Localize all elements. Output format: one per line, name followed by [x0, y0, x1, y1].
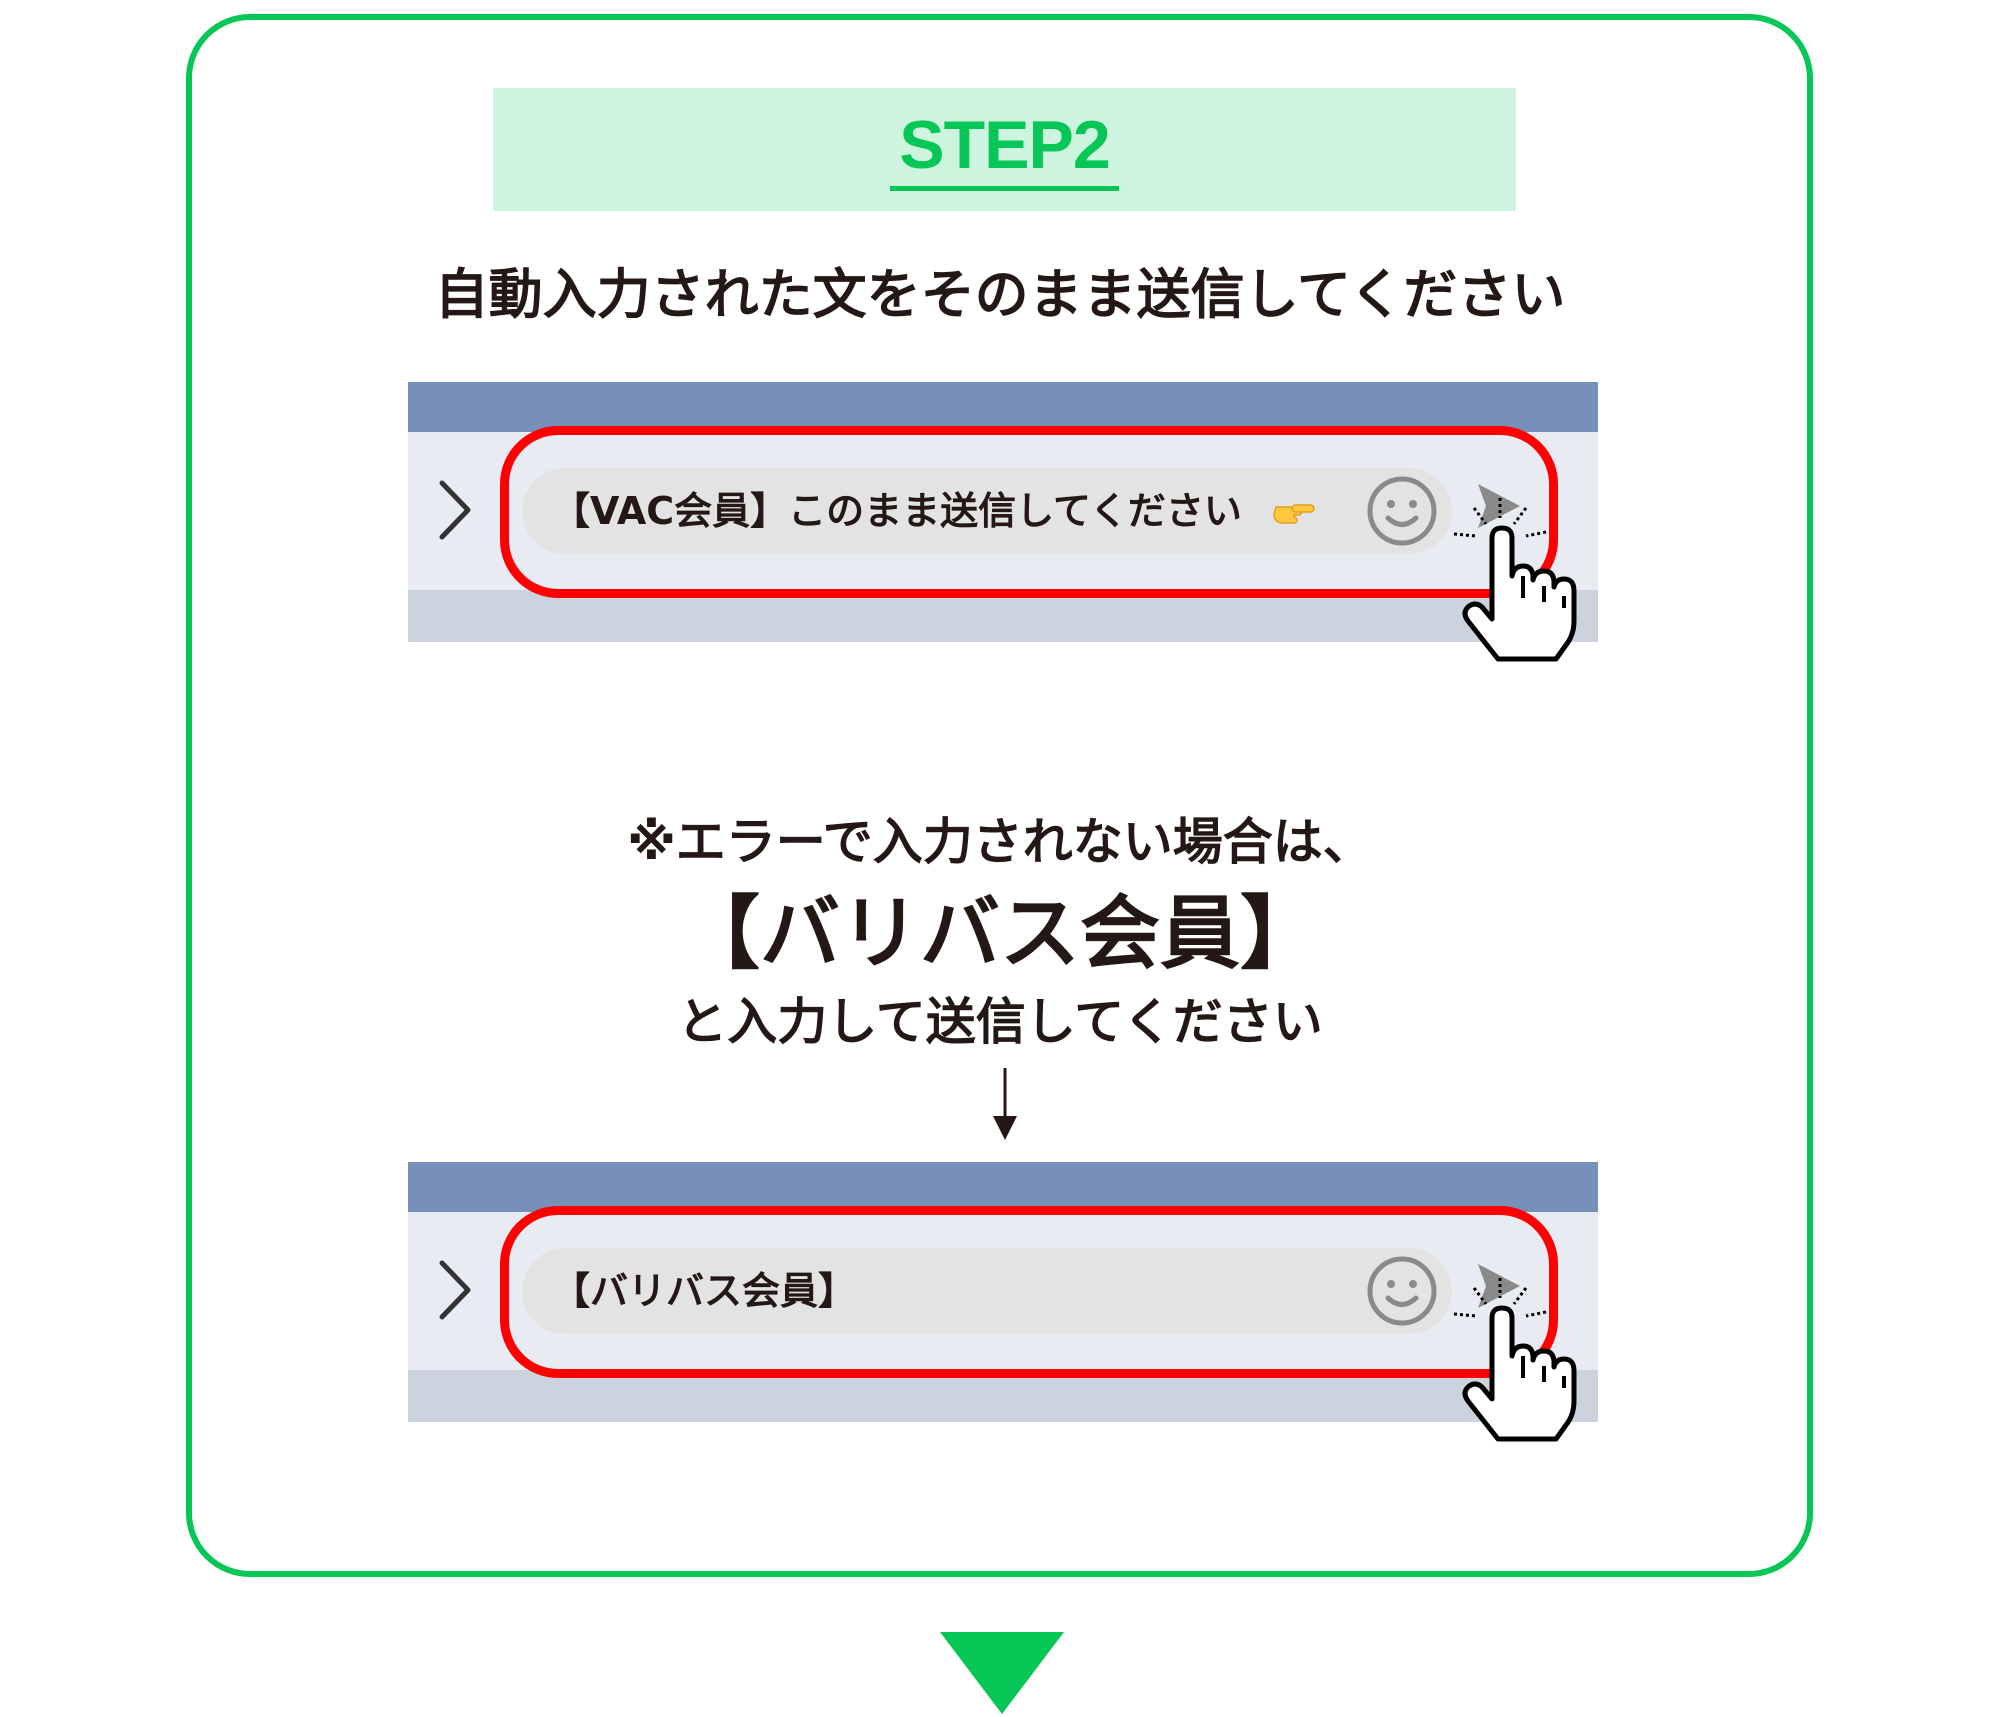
message-input-value: 【VAC会員】このまま送信してください — [552, 489, 1242, 533]
error-note-line1: ※エラーで入力されない場合は、 — [627, 813, 1373, 871]
message-input[interactable]: 【VAC会員】このまま送信してください — [522, 468, 1452, 554]
step-label: STEP2 — [899, 107, 1110, 183]
smile-icon[interactable] — [1366, 1255, 1438, 1327]
chat-footer-bar — [408, 590, 1598, 642]
chat-input-mockup-auto: 【VAC会員】このまま送信してください — [408, 382, 1598, 662]
down-arrow-icon — [993, 1068, 1017, 1140]
chat-input-mockup-manual: 【バリバス会員】 — [408, 1162, 1598, 1442]
message-input[interactable]: 【バリバス会員】 — [522, 1248, 1452, 1334]
hand-cursor-icon — [1453, 498, 1577, 662]
hand-cursor-icon — [1453, 1278, 1577, 1442]
instruction-text: 自動入力された文をそのまま送信してください — [434, 263, 1566, 326]
highlight-frame — [500, 1206, 1558, 1378]
pointing-finger-emoji-icon — [1273, 504, 1315, 524]
step-underline — [890, 186, 1119, 191]
chat-header-bar — [408, 382, 1598, 432]
smile-icon[interactable] — [1366, 475, 1438, 547]
chevron-right-icon[interactable] — [434, 1257, 474, 1323]
step-header: STEP2 — [493, 88, 1516, 211]
error-note-line3: と入力して送信してください — [677, 993, 1323, 1051]
highlight-frame — [500, 426, 1558, 598]
chat-footer-bar — [408, 1370, 1598, 1422]
next-step-arrow-icon — [940, 1632, 1064, 1714]
chevron-right-icon[interactable] — [434, 477, 474, 543]
error-note-member-name: 【バリバス会員】 — [680, 887, 1320, 980]
chat-header-bar — [408, 1162, 1598, 1212]
message-input-value: 【バリバス会員】 — [552, 1269, 857, 1313]
